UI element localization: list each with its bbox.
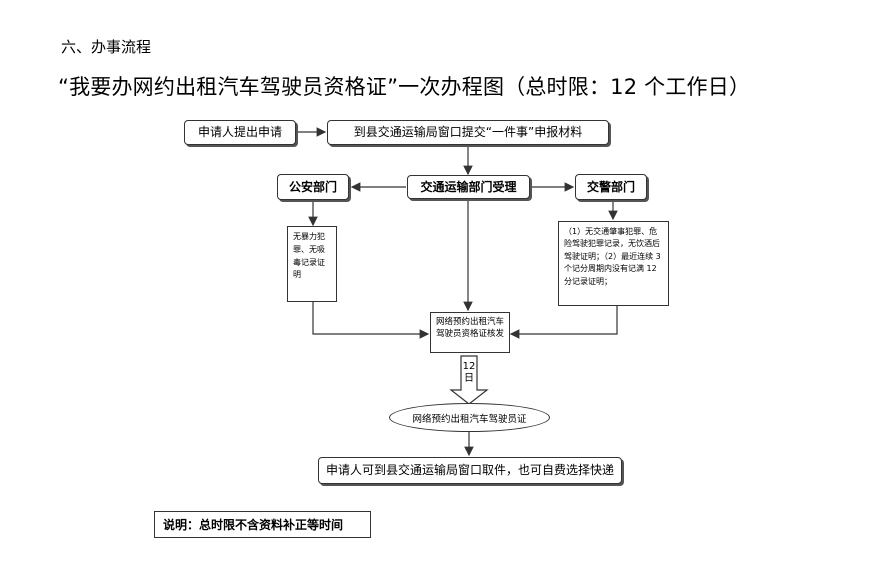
section-heading: 六、办事流程: [61, 38, 152, 56]
certificate-ellipse: 网络预约出租汽车驾驶员证: [389, 403, 550, 432]
arrow-traffic-check-to-issue: [509, 306, 618, 339]
step-pickup: 申请人可到县交通运输局窗口取件，也可自费选择快递: [318, 457, 622, 484]
flowchart-title: “我要办网约出租汽车驾驶员资格证”一次办程图（总时限：12 个工作日）: [58, 75, 751, 99]
traffic-record-check: （1）无交通肇事犯罪、危险驾驶犯罪记录，无饮酒后驾驶证明；（2）最近连续 3 个…: [558, 221, 669, 306]
step-window-submit: 到县交通运输局窗口提交“一件事”申报材料: [327, 120, 609, 145]
step-police-department: 公安部门: [277, 174, 349, 200]
time-limit-note: 说明：总时限不含资料补正等时间: [154, 511, 371, 538]
step-traffic-police-department: 交警部门: [575, 174, 647, 200]
step-transport-accept: 交通运输部门受理: [407, 175, 530, 199]
arrow-police-check-to-issue: [312, 301, 430, 339]
step-applicant-submit: 申请人提出申请: [184, 120, 296, 145]
block-arrow-12-days: [449, 355, 489, 405]
duration-label: 12 日: [462, 361, 476, 384]
step-certificate-issue: 网络预约出租汽车驾驶员资格证核发: [430, 312, 510, 353]
police-certificate-check: 无暴力犯罪、无吸毒记录证明: [287, 226, 337, 302]
